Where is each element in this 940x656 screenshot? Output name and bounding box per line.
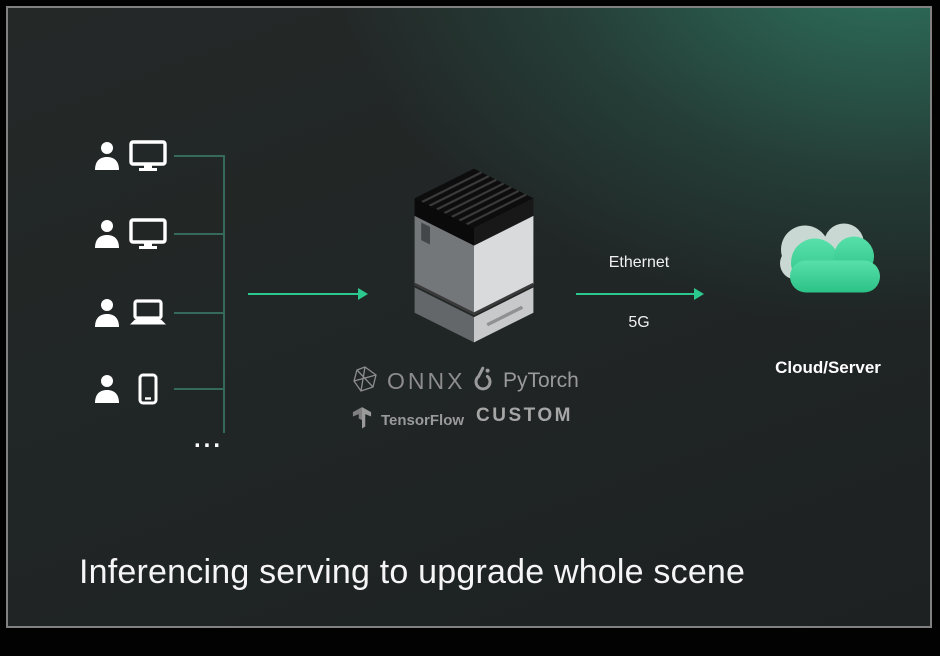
user-row-2 bbox=[94, 210, 223, 258]
tensorflow-icon bbox=[352, 407, 372, 434]
slide: ... bbox=[6, 6, 932, 628]
person-icon bbox=[94, 219, 120, 249]
person-icon bbox=[94, 298, 120, 328]
cloud-icon bbox=[758, 214, 898, 327]
user-connector-line bbox=[174, 388, 223, 390]
framework-pytorch-label: PyTorch bbox=[503, 368, 579, 392]
user-connector-line bbox=[174, 155, 223, 157]
laptop-icon bbox=[127, 298, 169, 328]
onnx-icon bbox=[352, 366, 378, 397]
connection-label-5g: 5G bbox=[628, 314, 650, 331]
desktop-icon bbox=[127, 218, 169, 250]
connection-label-ethernet: Ethernet bbox=[608, 254, 670, 271]
framework-onnx: ONNX bbox=[352, 366, 465, 397]
slide-title: Inferencing serving to upgrade whole sce… bbox=[79, 553, 746, 591]
cloud-server-label: Cloud/Server bbox=[775, 358, 881, 377]
pytorch-icon bbox=[472, 365, 494, 396]
arrow-right-icon bbox=[576, 288, 704, 300]
framework-tensorflow-label: TensorFlow bbox=[381, 412, 465, 429]
arrow-right-icon bbox=[248, 288, 368, 300]
framework-pytorch: PyTorch bbox=[472, 365, 579, 396]
user-bus-line bbox=[223, 155, 225, 433]
framework-custom-label: CUSTOM bbox=[476, 405, 573, 426]
edge-server-icon bbox=[408, 164, 540, 352]
person-icon bbox=[94, 374, 120, 404]
desktop-icon bbox=[127, 140, 169, 172]
user-row-3 bbox=[94, 289, 223, 337]
more-users-ellipsis: ... bbox=[194, 426, 224, 453]
user-connector-line bbox=[174, 312, 223, 314]
user-connector-line bbox=[174, 233, 223, 235]
framework-onnx-label: ONNX bbox=[387, 368, 466, 394]
phone-icon bbox=[127, 373, 169, 405]
framework-custom: CUSTOM bbox=[476, 405, 573, 427]
user-row-1 bbox=[94, 132, 223, 180]
person-icon bbox=[94, 141, 120, 171]
framework-tensorflow: TensorFlow bbox=[352, 407, 464, 434]
user-row-4 bbox=[94, 365, 223, 413]
